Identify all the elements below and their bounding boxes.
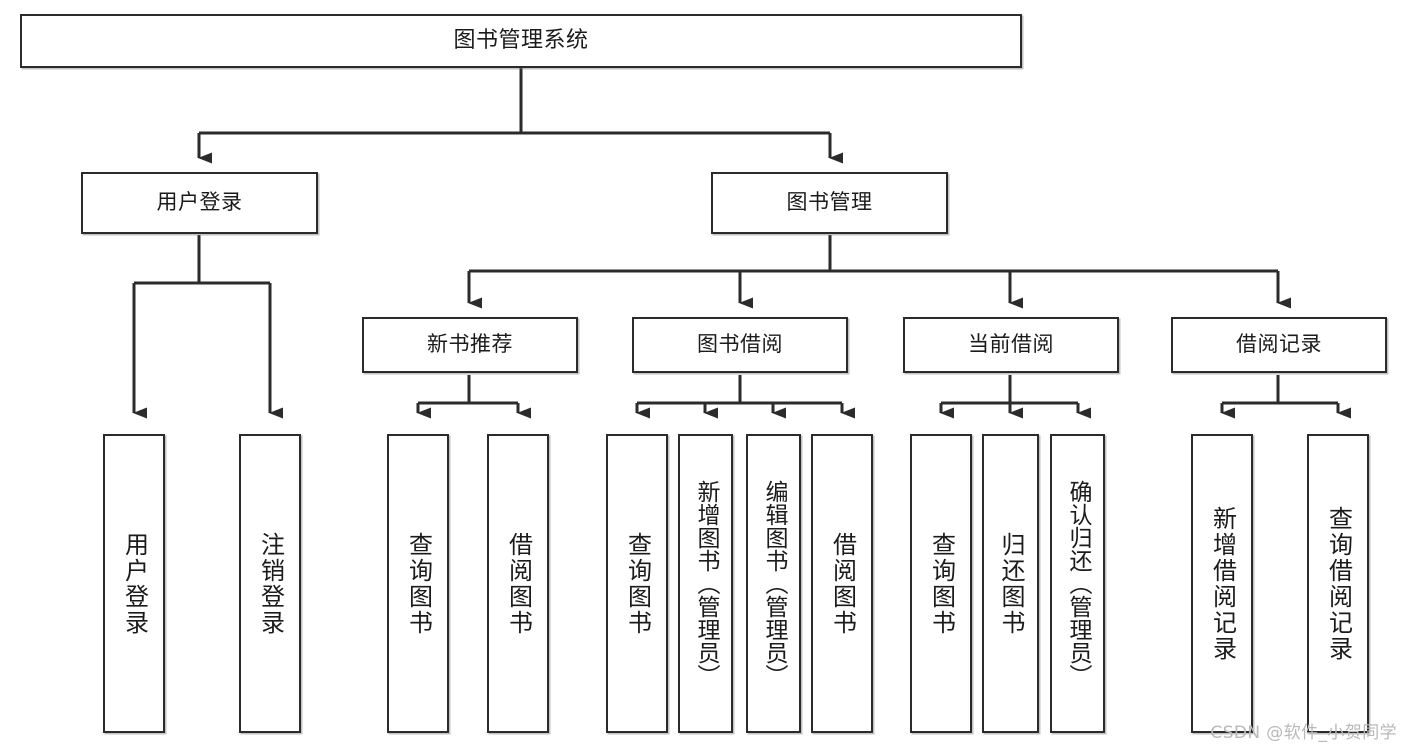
- node-label: 查询图书: [623, 531, 652, 636]
- leaf-new-book-query-book[interactable]: 查询图书: [387, 434, 449, 733]
- node-book-management[interactable]: 图书管理: [711, 172, 948, 234]
- node-label: 借阅图书: [504, 531, 533, 636]
- leaf-borrow-record-add-record[interactable]: 新增借阅记录: [1191, 434, 1253, 733]
- node-label: 当前借阅: [968, 332, 1054, 357]
- leaf-new-book-borrow-book[interactable]: 借阅图书: [487, 434, 549, 733]
- node-label: 图书借阅: [697, 332, 783, 357]
- node-label: 新增图书（管理员）: [693, 480, 719, 687]
- node-root-book-management-system[interactable]: 图书管理系统: [20, 14, 1022, 68]
- node-label: 查询图书: [404, 531, 433, 636]
- node-new-book-recommend[interactable]: 新书推荐: [362, 317, 578, 373]
- leaf-user-login-signin[interactable]: 用户登录: [103, 434, 165, 733]
- node-label: 查询图书: [927, 531, 956, 636]
- node-label: 借阅图书: [828, 531, 857, 636]
- leaf-book-borrow-edit-book-admin[interactable]: 编辑图书（管理员）: [746, 434, 801, 733]
- node-label: 编辑图书（管理员）: [761, 480, 787, 687]
- leaf-user-login-signout[interactable]: 注销登录: [239, 434, 301, 733]
- node-current-borrow[interactable]: 当前借阅: [903, 317, 1119, 373]
- leaf-borrow-record-query-record[interactable]: 查询借阅记录: [1307, 434, 1369, 733]
- node-book-borrow[interactable]: 图书借阅: [632, 317, 848, 373]
- node-label: 注销登录: [256, 531, 285, 636]
- leaf-book-borrow-query-book[interactable]: 查询图书: [606, 434, 668, 733]
- node-label: 借阅记录: [1236, 332, 1322, 357]
- node-borrow-record[interactable]: 借阅记录: [1171, 317, 1387, 373]
- node-label: 确认归还（管理员）: [1065, 480, 1091, 687]
- leaf-book-borrow-borrow-book[interactable]: 借阅图书: [811, 434, 873, 733]
- leaf-current-borrow-confirm-return-admin[interactable]: 确认归还（管理员）: [1050, 434, 1105, 733]
- node-label: 新增借阅记录: [1208, 505, 1237, 662]
- node-user-login[interactable]: 用户登录: [81, 172, 318, 234]
- leaf-current-borrow-query-book[interactable]: 查询图书: [910, 434, 972, 733]
- node-label: 归还图书: [996, 531, 1025, 636]
- node-label: 图书管理: [786, 190, 873, 215]
- leaf-current-borrow-return-book[interactable]: 归还图书: [982, 434, 1039, 733]
- node-label: 查询借阅记录: [1324, 505, 1353, 662]
- node-label: 用户登录: [156, 190, 243, 215]
- node-label: 图书管理系统: [453, 27, 589, 53]
- node-label: 用户登录: [120, 531, 149, 636]
- node-label: 新书推荐: [427, 332, 513, 357]
- csdn-watermark: CSDN @软件_小贺同学: [1210, 723, 1397, 743]
- leaf-book-borrow-add-book-admin[interactable]: 新增图书（管理员）: [678, 434, 733, 733]
